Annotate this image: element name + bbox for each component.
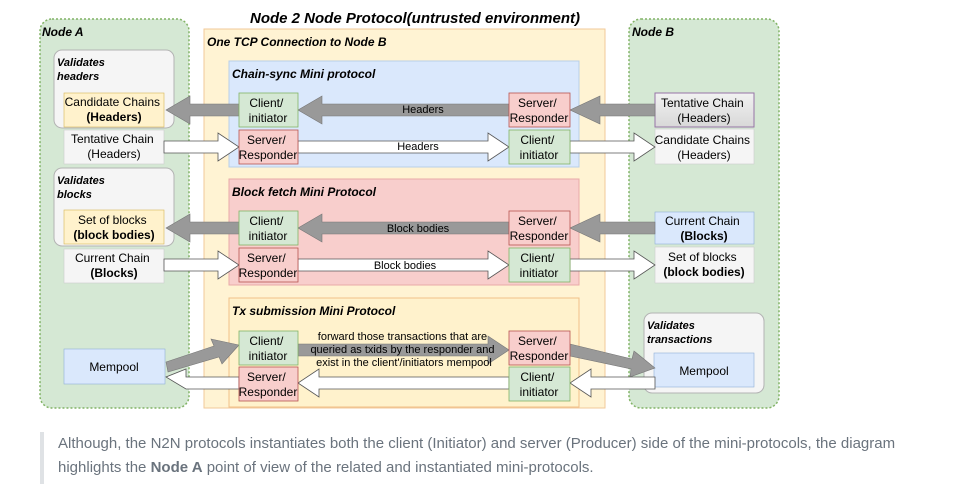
tx-submission-client-b-text: Client/ initiator (520, 370, 559, 399)
arrow-client-b-to-server-a (297, 368, 510, 398)
chain-sync-client-box (238, 92, 299, 128)
caption-text-start: Although, the N2N protocols instantiates… (58, 435, 896, 476)
chain-sync-server-box (238, 129, 299, 165)
tx-submission-server-b-box (508, 330, 571, 366)
caption-text-end: point of view of the related and instant… (202, 459, 594, 476)
diagram-caption: Although, the N2N protocols instantiates… (40, 432, 940, 484)
arrow-client-b-to-set-of-blocks-b (569, 250, 656, 280)
arrow-server-b-to-mempool-b (569, 343, 656, 378)
arrow-client-b-to-candidate-b (569, 132, 656, 162)
node-b-current-chain-text: Current Chain (Blocks) (665, 214, 743, 243)
chain-sync-server-b-text: Server/ Responder (510, 96, 569, 125)
block-fetch-client-b-box (508, 247, 571, 283)
candidate-chains-box (63, 92, 165, 128)
block-fetch-client-text: Client/ initiator (249, 214, 288, 243)
chain-sync-client-text: Client/ initiator (249, 96, 288, 125)
chain-sync-headers-label-bottom: Headers (397, 141, 439, 153)
block-fetch-label-top: Block bodies (387, 223, 450, 235)
block-fetch-server-b-text: Server/ Responder (510, 214, 569, 243)
validates-transactions-label: Validates transactions (647, 320, 712, 346)
arrow-server-a-to-client-b-headers (297, 132, 510, 162)
arrow-current-chain-to-server-a (163, 250, 240, 280)
tx-submission-arrow-label: forward those transactions that are quer… (310, 331, 497, 369)
block-fetch-server-box (238, 247, 299, 283)
block-fetch-client-box (238, 210, 299, 246)
arrow-server-to-client-blocks (297, 213, 510, 243)
candidate-chains-text: Candidate Chains (Headers) (65, 95, 164, 124)
arrow-client-to-server-b-tx (297, 335, 510, 365)
node-b-candidate-chains-text: Candidate Chains (Headers) (655, 133, 754, 162)
node-b-set-of-blocks-text: Set of blocks (block bodies) (663, 250, 744, 279)
tx-submission-server-b-text: Server/ Responder (510, 334, 569, 363)
tx-submission-server-text: Server/ Responder (239, 370, 298, 399)
arrow-mempool-b-to-client-b (569, 368, 656, 398)
chain-sync-client-b-text: Client/ initiator (520, 133, 559, 162)
tx-submission-server-box (238, 366, 299, 402)
tx-submission-client-b-box (508, 366, 571, 402)
arrow-server-a-to-client-b-blocks (297, 250, 510, 280)
chain-sync-title: Chain-sync Mini protocol (232, 67, 376, 81)
node-b-current-chain-box (654, 211, 755, 245)
validates-headers-label: Validates headers (57, 57, 108, 83)
block-fetch-client-b-text: Client/ initiator (520, 251, 559, 280)
node-b-mempool-text: Mempool (679, 364, 728, 378)
set-of-blocks-text: Set of blocks (block bodies) (73, 213, 154, 242)
node-a-mempool-text: Mempool (89, 360, 138, 374)
arrow-nodeb-to-server-blocks (569, 213, 656, 243)
node-b-label: Node B (632, 25, 674, 39)
arrow-nodeb-to-server-headers (569, 95, 656, 125)
chain-sync-server-text: Server/ Responder (239, 133, 298, 162)
diagram-title: Node 2 Node Protocol(untrusted environme… (250, 10, 580, 27)
block-fetch-title: Block fetch Mini Protocol (232, 185, 377, 199)
chain-sync-server-b-box (508, 92, 571, 128)
chain-sync-headers-label-top: Headers (402, 104, 444, 116)
current-chain-box (63, 248, 165, 284)
tx-submission-client-text: Client/ initiator (249, 334, 288, 363)
arrow-client-to-set-of-blocks (165, 213, 240, 243)
block-fetch-server-text: Server/ Responder (239, 251, 298, 280)
current-chain-text: Current Chain (Blocks) (75, 251, 153, 280)
tx-submission-title: Tx submission Mini Protocol (232, 304, 396, 318)
block-fetch-label-bottom: Block bodies (374, 260, 437, 272)
tentative-chain-text: Tentative Chain (Headers) (71, 132, 157, 161)
arrow-client-to-candidate-chains (165, 95, 240, 125)
caption-node-a-bold: Node A (150, 459, 203, 476)
node-b-mempool-box (653, 352, 755, 388)
node-a-mempool-box (63, 348, 166, 385)
block-fetch-server-b-box (508, 210, 571, 246)
tcp-connection-label: One TCP Connection to Node B (207, 35, 387, 49)
node-b-candidate-chains-box (654, 128, 755, 165)
arrow-tentative-to-server-a (163, 132, 240, 162)
node-a-label: Node A (42, 25, 84, 39)
tx-submission-client-box (238, 330, 299, 366)
node-b-tentative-chain-text: Tentative Chain (Headers) (661, 96, 747, 125)
arrow-server-to-client-headers (297, 95, 510, 125)
arrow-mempool-a-to-client (165, 338, 240, 373)
validates-blocks-label: Validates blocks (57, 175, 108, 201)
set-of-blocks-box (63, 209, 165, 245)
chain-sync-client-b-box (508, 129, 571, 165)
